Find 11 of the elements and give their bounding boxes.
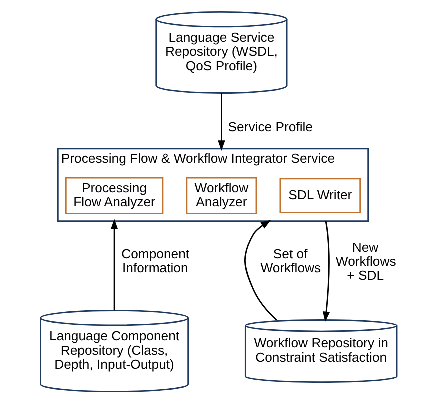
edge-label: Component Information (121, 246, 190, 276)
edge-label: New Workflows + SDL (335, 240, 396, 284)
edge-label: Set of Workflows (260, 246, 321, 276)
arrow (218, 93, 225, 152)
arrow (322, 221, 330, 322)
edge-label: Service Profile (228, 120, 313, 135)
node-box: SDL Writer (279, 178, 361, 214)
node-box: Workflow Analyzer (186, 177, 257, 214)
node-box: Processing Flow Analyzer (64, 177, 164, 214)
arrow (110, 219, 118, 311)
arrow (244, 220, 277, 321)
